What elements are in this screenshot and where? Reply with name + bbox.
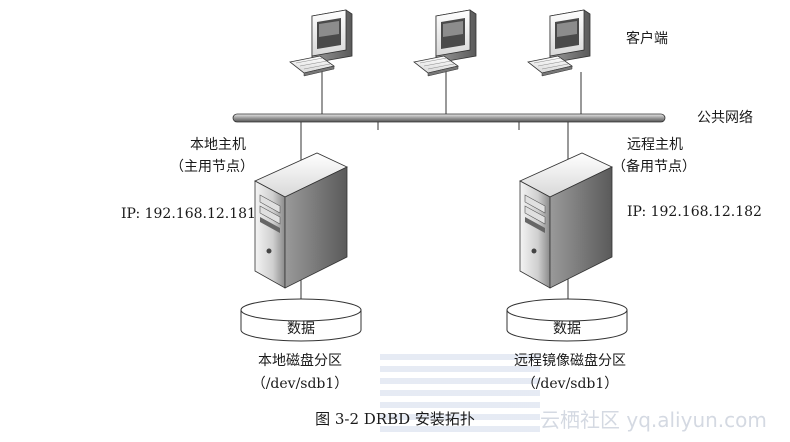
background-stripes bbox=[380, 352, 460, 432]
remote-disk-icon bbox=[506, 298, 628, 342]
local-ip: IP: 192.168.12.181 bbox=[121, 206, 256, 222]
client-computer-icon bbox=[289, 9, 353, 77]
remote-host-title: 远程主机 bbox=[627, 137, 683, 153]
remote-ip: IP: 192.168.12.182 bbox=[627, 204, 762, 220]
public-network-label: 公共网络 bbox=[697, 110, 753, 126]
background-stripes bbox=[460, 352, 540, 432]
local-disk-icon bbox=[240, 298, 362, 342]
local-server-icon bbox=[254, 152, 348, 289]
local-host-title: 本地主机 bbox=[190, 137, 246, 153]
figure-caption: 图 3-2 DRBD 安装拓扑 bbox=[315, 410, 475, 428]
remote-disk-partition-label: 远程镜像磁盘分区 bbox=[514, 353, 626, 369]
remote-server-icon bbox=[519, 152, 613, 289]
remote-disk-data-label: 数据 bbox=[553, 321, 581, 337]
client-computer-icon bbox=[413, 9, 477, 77]
local-host-role: （主用节点） bbox=[170, 159, 254, 175]
local-disk-device-label: （/dev/sdb1） bbox=[251, 376, 349, 392]
client-computer-icon bbox=[527, 9, 591, 77]
public-network-bar bbox=[232, 113, 666, 123]
clients-label: 客户端 bbox=[626, 31, 668, 47]
remote-host-role: （备用节点） bbox=[612, 159, 696, 175]
remote-disk-device-label: （/dev/sdb1） bbox=[521, 376, 619, 392]
watermark: 云栖社区 yq.aliyun.com bbox=[540, 408, 767, 432]
local-disk-partition-label: 本地磁盘分区 bbox=[258, 353, 342, 369]
local-disk-data-label: 数据 bbox=[287, 321, 315, 337]
